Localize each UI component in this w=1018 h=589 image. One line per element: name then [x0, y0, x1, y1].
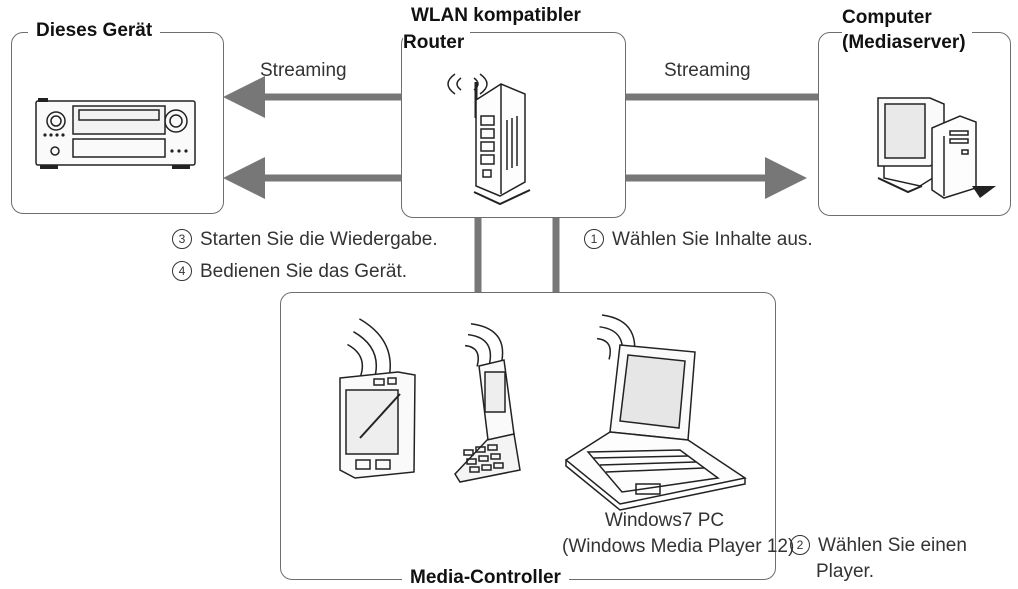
computer-icon: [877, 97, 996, 199]
step-2-text-line1: Wählen Sie einen: [818, 535, 967, 556]
router-box: [401, 32, 626, 218]
step-2-text-line2: Player.: [816, 561, 875, 582]
media-controller-label: Media-Controller: [402, 567, 569, 589]
pc-caption-line2: (Windows Media Player 12): [562, 536, 795, 557]
this-device-label: Dieses Gerät: [28, 20, 161, 42]
av-receiver-icon: [35, 98, 196, 169]
pda-icon: [339, 318, 416, 479]
step-3: 3 Starten Sie die Wiedergabe.: [172, 229, 438, 251]
streaming-right-label: Streaming: [664, 60, 751, 81]
laptop-icon: [564, 314, 747, 511]
router-label-line1: WLAN kompatibler: [411, 5, 581, 26]
router-icon: [447, 73, 531, 206]
step-number-badge: 3: [172, 229, 192, 249]
router-label-line2: Router: [403, 32, 471, 54]
pc-caption-line1: Windows7 PC: [604, 510, 725, 531]
step-number-badge: 4: [172, 261, 192, 281]
step-4: 4 Bedienen Sie das Gerät.: [172, 261, 407, 283]
step-number-badge: 1: [584, 229, 604, 249]
step-4-text: Bedienen Sie das Gerät.: [200, 261, 408, 282]
step-1: 1 Wählen Sie Inhalte aus.: [584, 229, 813, 251]
step-3-text: Starten Sie die Wiedergabe.: [200, 229, 438, 250]
streaming-left-label: Streaming: [260, 60, 347, 81]
step-2: 2 Wählen Sie einen: [790, 535, 967, 557]
step-1-text: Wählen Sie Inhalte aus.: [612, 229, 813, 250]
computer-label-line2: (Mediaserver): [842, 32, 972, 54]
step-number-badge: 2: [790, 535, 810, 555]
computer-label-line1: Computer: [842, 7, 932, 28]
mobile-phone-icon: [454, 323, 521, 483]
